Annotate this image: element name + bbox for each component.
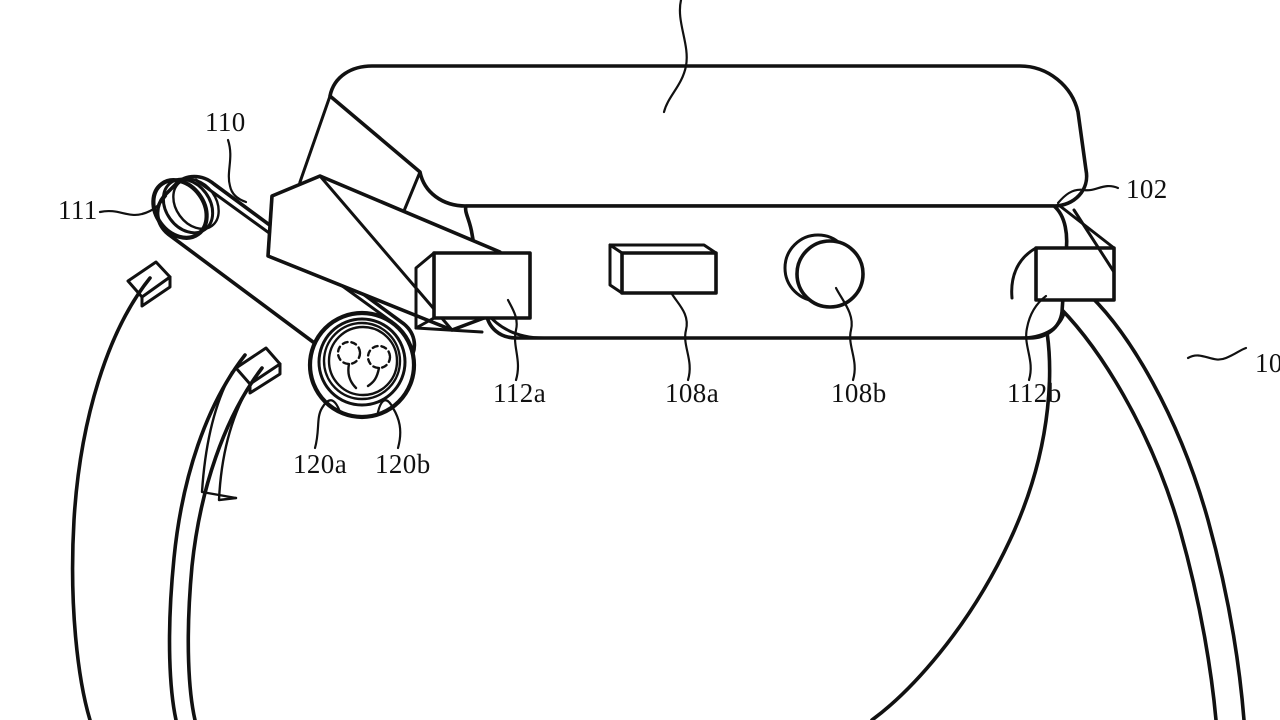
ref-label-102: 102 <box>1126 174 1168 204</box>
leader-112b <box>1025 294 1048 382</box>
button-round-crown <box>783 233 865 309</box>
strap-right <box>870 286 1246 720</box>
strap-keeper-loops <box>126 260 282 502</box>
lug-left <box>414 251 532 334</box>
strap-left <box>70 276 264 720</box>
ref-label-112a: 112a <box>493 378 546 408</box>
leader-top-cropped <box>662 0 688 114</box>
leader-right-strap <box>1186 346 1248 361</box>
leader-108b <box>834 286 856 382</box>
leader-102 <box>1056 184 1120 205</box>
ref-label-108a: 108a <box>665 378 719 408</box>
ref-label-10-cropped: 10 <box>1255 348 1280 378</box>
leader-108a <box>670 292 691 382</box>
ref-label-120a: 120a <box>293 449 347 479</box>
contact-pin-b <box>366 344 392 388</box>
leader-120b <box>376 399 402 450</box>
contact-pin-a <box>336 340 362 390</box>
ref-label-120b: 120b <box>375 449 431 479</box>
leader-112a <box>506 298 520 382</box>
leader-111 <box>98 194 168 216</box>
ref-label-110: 110 <box>205 107 246 137</box>
ref-label-111: 111 <box>58 195 98 225</box>
ref-label-112b: 112b <box>1007 378 1062 408</box>
cylinder-end-face <box>307 310 417 420</box>
lug-right <box>1010 204 1116 302</box>
leader-120a <box>313 399 342 450</box>
button-rectangular <box>608 243 718 295</box>
ref-label-108b: 108b <box>831 378 887 408</box>
leader-110 <box>226 138 248 204</box>
